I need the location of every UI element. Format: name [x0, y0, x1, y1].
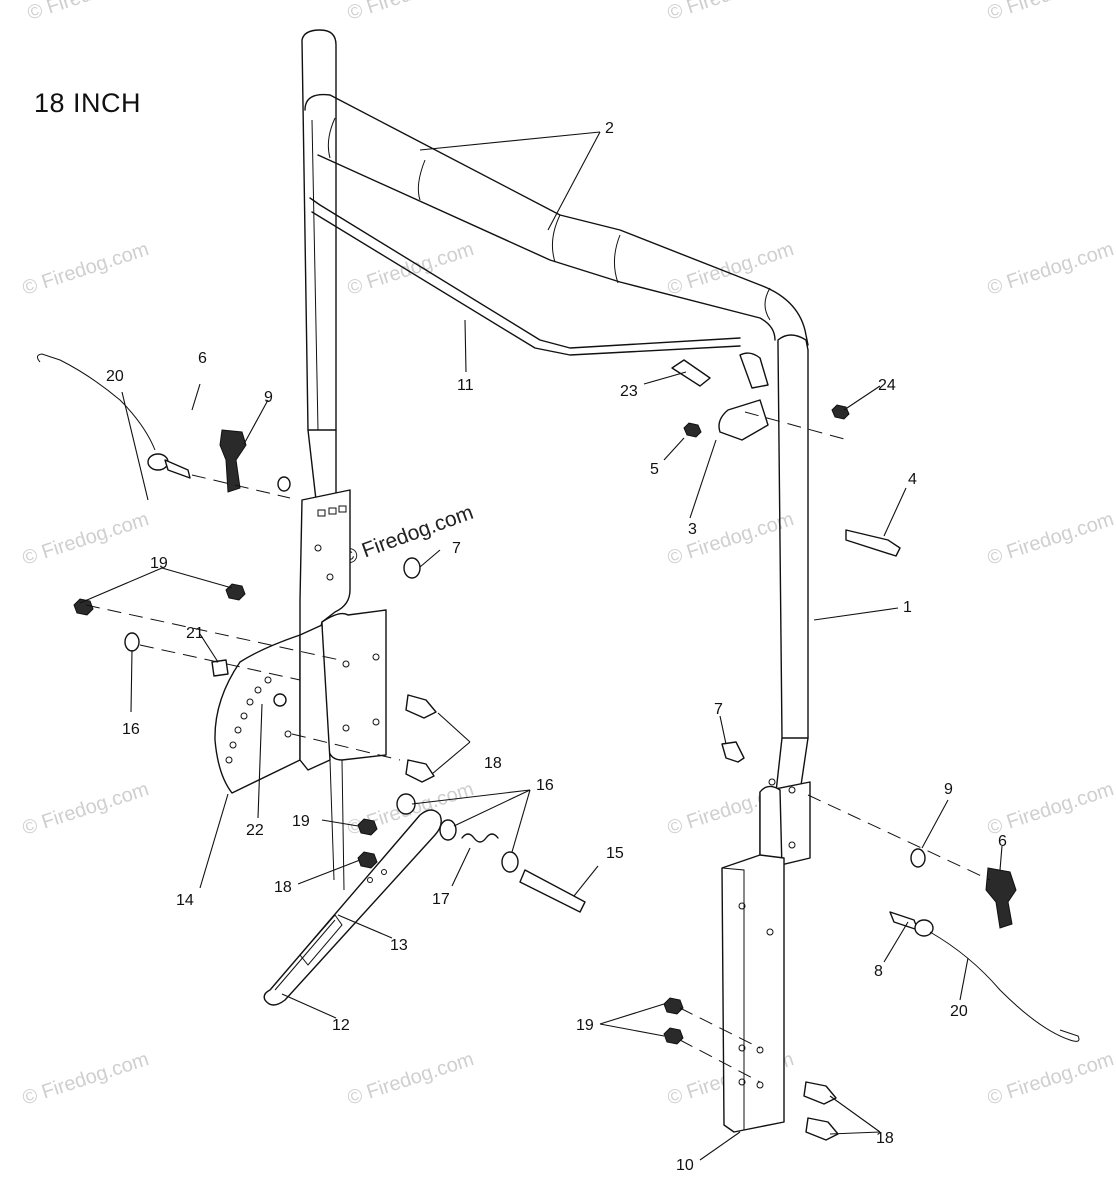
callout-4: 4 [908, 471, 917, 488]
watermark: © Firedog.com [20, 508, 152, 570]
watermark: © Firedog.com [985, 1048, 1116, 1110]
callout-17: 17 [432, 891, 450, 908]
watermark: © Firedog.com [20, 238, 152, 300]
leader-lines [79, 131, 1003, 1161]
watermark-layer: © Firedog.com © Firedog.com © Firedog.co… [20, 0, 1116, 1110]
callout-12: 12 [332, 1017, 350, 1034]
callout-1: 1 [903, 599, 912, 616]
right-bracket [721, 778, 811, 1133]
callout-7: 7 [714, 701, 723, 718]
callout-19: 19 [150, 555, 168, 572]
watermark: © Firedog.com [665, 238, 797, 300]
callout-23: 23 [620, 383, 638, 400]
diagram-title: 18 INCH [34, 88, 142, 118]
callout-14: 14 [176, 892, 194, 909]
handle-assembly [301, 29, 809, 793]
lever-assembly [263, 809, 442, 1006]
callout-8: 8 [874, 963, 883, 980]
callout-6: 6 [198, 350, 207, 367]
callout-7: 7 [452, 540, 461, 557]
callout-16: 16 [122, 721, 140, 738]
callout-18: 18 [876, 1130, 894, 1147]
callout-18: 18 [484, 755, 502, 772]
callout-20: 20 [950, 1003, 968, 1020]
watermark: © Firedog.com [345, 0, 477, 25]
callout-13: 13 [390, 937, 408, 954]
hardware [36, 352, 1080, 1141]
callout-19: 19 [576, 1017, 594, 1034]
watermark: © Firedog.com [665, 508, 797, 570]
callout-16: 16 [536, 777, 554, 794]
callout-15: 15 [606, 845, 624, 862]
callout-10: 10 [676, 1157, 694, 1174]
callout-9: 9 [264, 389, 273, 406]
watermark: © Firedog.com [20, 778, 152, 840]
callout-20: 20 [106, 368, 124, 385]
callout-9: 9 [944, 781, 953, 798]
callout-11: 11 [457, 377, 474, 394]
watermark: © Firedog.com [20, 1048, 152, 1110]
left-bracket [214, 489, 387, 891]
callout-2: 2 [605, 120, 614, 137]
callout-18: 18 [274, 879, 292, 896]
watermark: © Firedog.com [25, 0, 157, 25]
callout-19: 19 [292, 813, 310, 830]
callout-5: 5 [650, 461, 659, 478]
callout-labels: 2 11 20 6 9 19 21 16 7 18 22 14 19 18 16… [106, 120, 1007, 1174]
watermark: © Firedog.com [985, 778, 1116, 840]
watermark: © Firedog.com [985, 508, 1116, 570]
watermark: © Firedog.com [985, 238, 1116, 300]
watermark: © Firedog.com [985, 0, 1116, 25]
callout-21: 21 [186, 625, 204, 642]
callout-3: 3 [688, 521, 697, 538]
watermark: © Firedog.com [345, 1048, 477, 1110]
watermark: © Firedog.com [665, 0, 797, 25]
callout-22: 22 [246, 822, 264, 839]
callout-6: 6 [998, 833, 1007, 850]
assembly-lines [85, 411, 991, 1083]
watermark: © Firedog.com [345, 238, 477, 300]
callout-24: 24 [878, 377, 896, 394]
